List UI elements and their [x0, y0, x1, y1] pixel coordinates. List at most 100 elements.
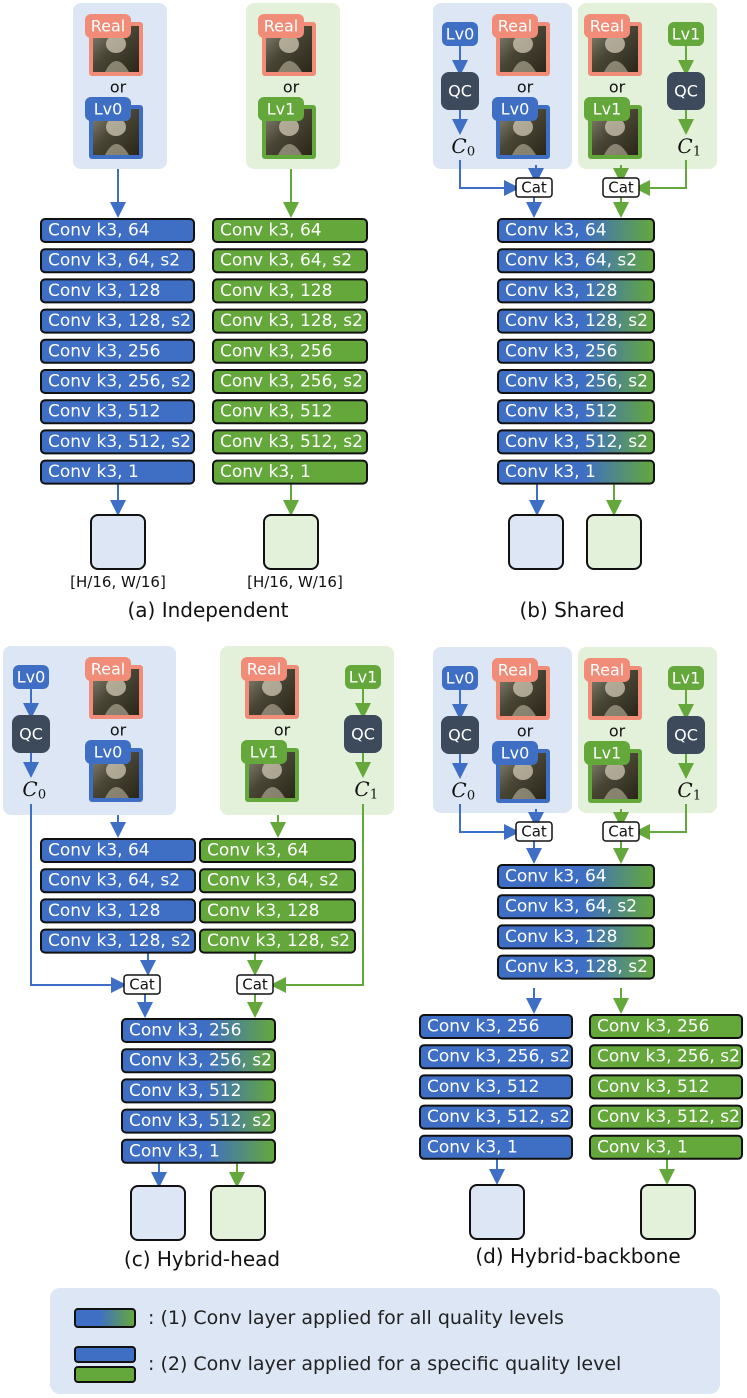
d-real-photo-green-statue-body: [604, 705, 628, 716]
a-real-photo-blue-tag-label: Real: [91, 17, 126, 36]
c-green-layer-0: [199, 838, 356, 863]
c-shared-layer-6-label: Conv k3, 512: [129, 1081, 241, 1101]
d-shared-layer-2: [497, 924, 655, 950]
b-or-blue: or: [517, 78, 534, 97]
a-blue-layer-0: [40, 218, 195, 243]
a-green-layer-6-label: Conv k3, 512: [220, 402, 332, 422]
c-lv1-photo-tag-label: Lv1: [250, 743, 279, 762]
d-lv1-photo-tag-label: Lv1: [593, 744, 622, 763]
c-cat-green-label: Cat: [242, 976, 268, 994]
a-green-layer-5-label: Conv k3, 256, s2: [220, 372, 363, 392]
d-lv1-photo-tag: [584, 741, 630, 765]
b-shared-layer-7: [497, 429, 655, 455]
b-real-photo-green-statue-body: [604, 61, 628, 72]
a-blue-layer-8-label: Conv k3, 1: [48, 462, 139, 482]
c-qc-1-label: QC: [351, 725, 375, 744]
c-shared-layer-7-label: Conv k3, 512, s2: [129, 1111, 272, 1131]
a-lv1-photo-statue-body: [278, 144, 302, 155]
a-blue-layer-8: [40, 459, 195, 485]
a-or-blue: or: [110, 78, 127, 97]
d-lv1-photo-statue-head: [605, 762, 625, 780]
d-blue-layer-6-label: Conv k3, 512: [427, 1077, 539, 1097]
legend-shared-swatch: [74, 1308, 136, 1328]
d-lv0-photo-statue-body: [512, 788, 536, 799]
b-output-green: [586, 514, 642, 570]
b-lv1-pill: [668, 22, 704, 46]
d-arrow-c0-cat: [459, 804, 520, 840]
a-green-layer-2: [212, 278, 368, 304]
d-blue-layer-7: [419, 1104, 573, 1130]
a-green-layer-4-label: Conv k3, 256: [220, 341, 332, 361]
c-real-photo-blue-statue-head: [106, 678, 126, 696]
a-output-green: [263, 514, 319, 570]
b-cat-blue: [515, 177, 553, 198]
a-blue-layer-5: [40, 369, 195, 394]
d-lv1-photo-statue-body: [604, 788, 628, 799]
a-green-layer-6: [212, 399, 368, 425]
c-lv0-photo-tag-label: Lv0: [94, 743, 123, 762]
d-blue-layer-8: [419, 1134, 573, 1160]
d-blue-layer-8-label: Conv k3, 1: [427, 1137, 518, 1157]
b-shared-layer-1: [497, 248, 655, 274]
a-green-layer-1-label: Conv k3, 64, s2: [220, 251, 352, 271]
c-output-blue: [130, 1185, 186, 1241]
c-output-green: [210, 1185, 266, 1241]
c-shared-layer-5: [121, 1048, 276, 1074]
a-real-photo-blue-statue-body: [105, 61, 129, 72]
b-shared-layer-8: [497, 459, 655, 485]
c-real-photo-green-statue-body: [261, 704, 285, 715]
d-lv0-photo-statue-head: [513, 762, 533, 780]
c-shared-layer-6: [121, 1078, 276, 1104]
a-real-photo-green-statue-body: [278, 61, 302, 72]
b-real-photo-blue-statue-head: [513, 35, 533, 53]
caption-a: (a) Independent: [128, 598, 289, 622]
a-green-layer-8: [212, 459, 368, 485]
c-lv0-photo-statue-body: [105, 787, 129, 798]
d-output-blue: [469, 1184, 525, 1240]
a-green-layer-3: [212, 308, 368, 334]
d-green-layer-7-label: Conv k3, 512, s2: [597, 1107, 740, 1127]
caption-d: (d) Hybrid-backbone: [475, 1244, 680, 1268]
d-lv0-pill-label: Lv0: [446, 669, 475, 688]
c-lv1-photo-statue-head: [262, 761, 282, 779]
b-output-blue: [508, 514, 564, 570]
a-blue-layer-3: [40, 308, 195, 334]
a-green-layer-7: [212, 429, 368, 455]
c-blue-layer-0-label: Conv k3, 64: [48, 841, 150, 861]
b-lv0-pill: [442, 22, 478, 46]
d-blue-layer-4-label: Conv k3, 256: [427, 1017, 539, 1037]
a-real-photo-blue-tag: [85, 14, 131, 38]
c-lv0-photo-tag: [85, 740, 131, 764]
d-blue-layer-6: [419, 1074, 573, 1100]
c-green-layer-1-label: Conv k3, 64, s2: [207, 871, 339, 891]
b-c0-sub: 0: [467, 145, 475, 160]
c-blue-layer-1: [40, 868, 196, 894]
c-lv0-pill-label: Lv0: [17, 668, 46, 687]
d-qc-0-label: QC: [448, 726, 472, 745]
d-green-layer-8: [589, 1134, 743, 1160]
b-shared-layer-4-label: Conv k3, 256: [505, 341, 617, 361]
a-blue-layer-2-label: Conv k3, 128: [48, 281, 160, 301]
d-qc-1-label: QC: [674, 726, 698, 745]
d-shared-layer-1: [497, 894, 655, 920]
a-lv0-photo-statue-head: [106, 118, 126, 136]
d-green-layer-7: [589, 1104, 743, 1130]
c-lv0-pill: [13, 665, 49, 689]
a-blue-layer-1-label: Conv k3, 64, s2: [48, 251, 180, 271]
d-green-layer-8-label: Conv k3, 1: [597, 1137, 688, 1157]
c-qc-0: [12, 715, 50, 753]
a-green-layer-1: [212, 248, 368, 274]
c-shared-layer-4-label: Conv k3, 256: [129, 1021, 241, 1041]
d-real-photo-green-statue-head: [605, 679, 625, 697]
b-shared-layer-2-label: Conv k3, 128: [505, 281, 617, 301]
b-lv1-photo-statue-body: [604, 144, 628, 155]
b-real-photo-blue-statue-body: [512, 61, 536, 72]
d-arrow-c1-cat: [634, 804, 687, 840]
a-green-layer-3-label: Conv k3, 128, s2: [220, 311, 363, 331]
d-lv0-photo-tag-label: Lv0: [501, 744, 530, 763]
d-real-photo-blue-tag-label: Real: [498, 661, 533, 680]
d-green-layer-4: [589, 1014, 743, 1039]
c-shared-layer-7: [121, 1108, 276, 1134]
b-lv1-photo-statue-head: [605, 118, 625, 136]
c-lv1-pill-label: Lv1: [349, 668, 378, 687]
